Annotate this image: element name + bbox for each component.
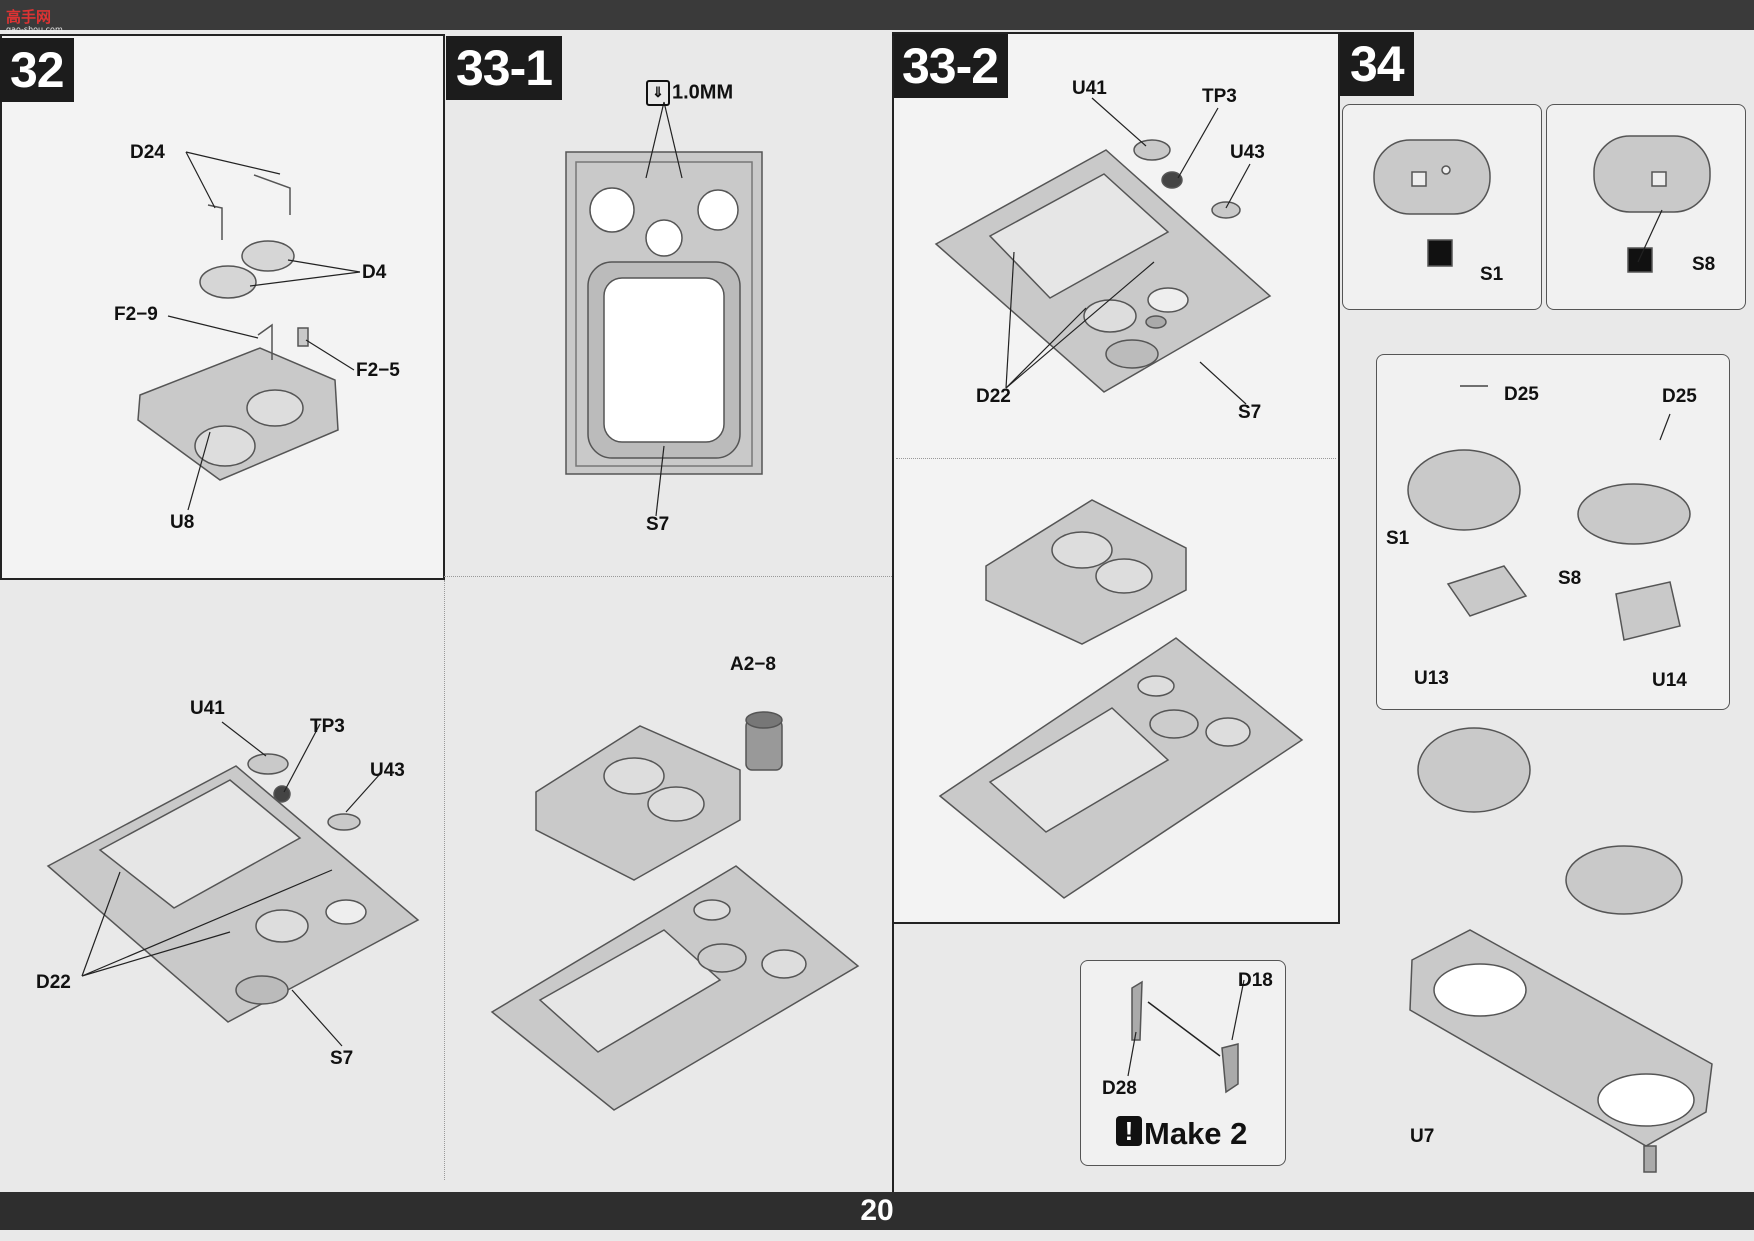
label-u43: U43 — [370, 760, 405, 781]
step-33-2-badge: 33-2 — [892, 34, 1009, 98]
step-32-panel — [0, 34, 445, 580]
label-u13: U13 — [1414, 668, 1449, 689]
step-32-hatch-part — [137, 174, 339, 481]
label-d28: D28 — [1102, 1078, 1137, 1099]
step-34-s1-part — [1373, 139, 1491, 267]
step-32-badge: 32 — [0, 38, 74, 102]
label-d24: D24 — [130, 142, 165, 163]
make-2-box — [1080, 960, 1286, 1166]
step-34-subassembly-parts — [1407, 449, 1691, 641]
label-d25: D25 — [1504, 384, 1539, 405]
label-f2-5: F2−5 — [356, 360, 400, 381]
step-33-1-assembly-part — [490, 711, 860, 1111]
label-d25: D25 — [1662, 386, 1697, 407]
label-tp3: TP3 — [310, 716, 345, 737]
label-f2-9: F2−9 — [114, 304, 158, 325]
label-s1: S1 — [1386, 528, 1410, 549]
page-number: 20 — [860, 1194, 894, 1227]
label-u43: U43 — [1230, 142, 1265, 163]
step-33-2-plate-top-part — [934, 139, 1272, 393]
label-s8: S8 — [1558, 568, 1582, 589]
step-32-plate-part — [46, 753, 420, 1023]
label-d22: D22 — [976, 386, 1011, 407]
label-d18: D18 — [1238, 970, 1273, 991]
label-s7: S7 — [646, 514, 670, 535]
divider-vertical — [892, 36, 894, 1192]
label-d22: D22 — [36, 972, 71, 993]
label-u14: U14 — [1652, 670, 1687, 691]
step-34-s8-part — [1593, 135, 1711, 273]
make-2-note: !Make 2 — [1116, 1116, 1247, 1152]
drill-size-callout: ⇓1.0MM — [646, 80, 733, 106]
separator-33-horizontal — [444, 576, 892, 577]
separator-33-left — [444, 580, 445, 1180]
label-d4: D4 — [362, 262, 387, 283]
label-s7: S7 — [1238, 402, 1262, 423]
step-33-1-plate-part — [565, 151, 763, 475]
page-footer: 20 — [0, 1192, 1754, 1230]
label-u7: U7 — [1410, 1126, 1435, 1147]
label-s8: S8 — [1692, 254, 1716, 275]
label-s1: S1 — [1480, 264, 1504, 285]
separator-33-2-mid — [896, 458, 1336, 459]
step-33-1-badge: 33-1 — [446, 36, 563, 100]
label-u8: U8 — [170, 512, 195, 533]
step-34-main-assembly-part — [1409, 727, 1713, 1173]
step-34-badge: 34 — [1340, 32, 1414, 96]
label-a2-8: A2−8 — [730, 654, 776, 675]
make-2-parts — [1131, 980, 1239, 1094]
label-s7: S7 — [330, 1048, 354, 1069]
warning-icon: ! — [1116, 1116, 1142, 1146]
step-33-2-assembly-part — [938, 499, 1304, 899]
label-u41: U41 — [190, 698, 225, 719]
label-tp3: TP3 — [1202, 86, 1237, 107]
drill-icon: ⇓ — [646, 80, 670, 106]
label-u41: U41 — [1072, 78, 1107, 99]
